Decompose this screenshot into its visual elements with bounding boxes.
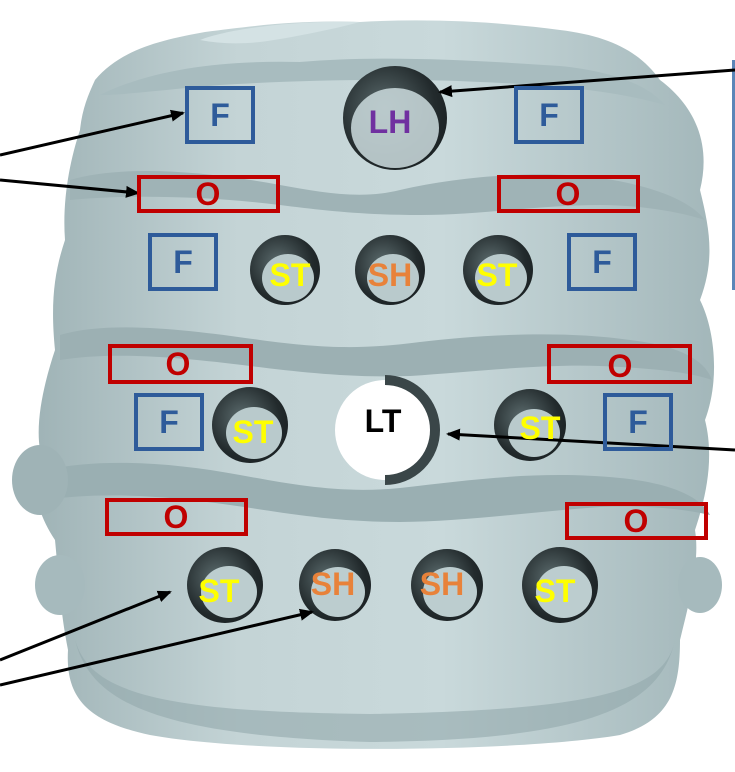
- arrow-to-lh: [438, 68, 735, 98]
- f-box: [185, 86, 255, 144]
- f-box: [514, 86, 584, 144]
- label-f: F: [539, 97, 559, 133]
- arrow-to-f: [0, 109, 185, 157]
- arrow-to-sh: [0, 608, 314, 687]
- o-box: [137, 175, 280, 213]
- label-st: ST: [198, 573, 240, 609]
- label-st: ST: [269, 257, 311, 293]
- label-st: ST: [476, 257, 518, 293]
- label-st: ST: [232, 414, 274, 450]
- f-box: [567, 233, 637, 291]
- label-st: ST: [534, 573, 576, 609]
- label-o: O: [607, 348, 633, 384]
- label-f: F: [159, 404, 179, 440]
- label-f: F: [173, 244, 193, 280]
- pores: [187, 66, 598, 623]
- label-lt: LT: [364, 403, 402, 439]
- label-sh: SH: [419, 566, 465, 602]
- arrow-to-o: [0, 178, 140, 198]
- pore-lt: [335, 380, 435, 480]
- o-box: [497, 175, 640, 213]
- label-o: O: [163, 499, 189, 535]
- label-o: O: [555, 176, 581, 212]
- label-o: O: [165, 346, 191, 382]
- label-sh: SH: [367, 257, 413, 293]
- arrow-to-lt: [446, 428, 735, 452]
- o-box: [108, 344, 253, 384]
- label-o: O: [195, 176, 221, 212]
- label-f: F: [592, 244, 612, 280]
- label-o: O: [623, 503, 649, 539]
- label-sh: SH: [310, 566, 356, 602]
- side-panel-edge: [732, 60, 735, 290]
- label-st: ST: [519, 410, 561, 446]
- arrow-to-st: [0, 590, 172, 662]
- f-box: [603, 393, 673, 451]
- arrows: [0, 68, 735, 687]
- f-box: [134, 393, 204, 451]
- f-box: [148, 233, 218, 291]
- o-box: [105, 498, 248, 536]
- label-f: F: [628, 404, 648, 440]
- o-box: [547, 344, 692, 384]
- label-lh: LH: [368, 104, 412, 140]
- o-box: [565, 502, 708, 540]
- label-f: F: [210, 97, 230, 133]
